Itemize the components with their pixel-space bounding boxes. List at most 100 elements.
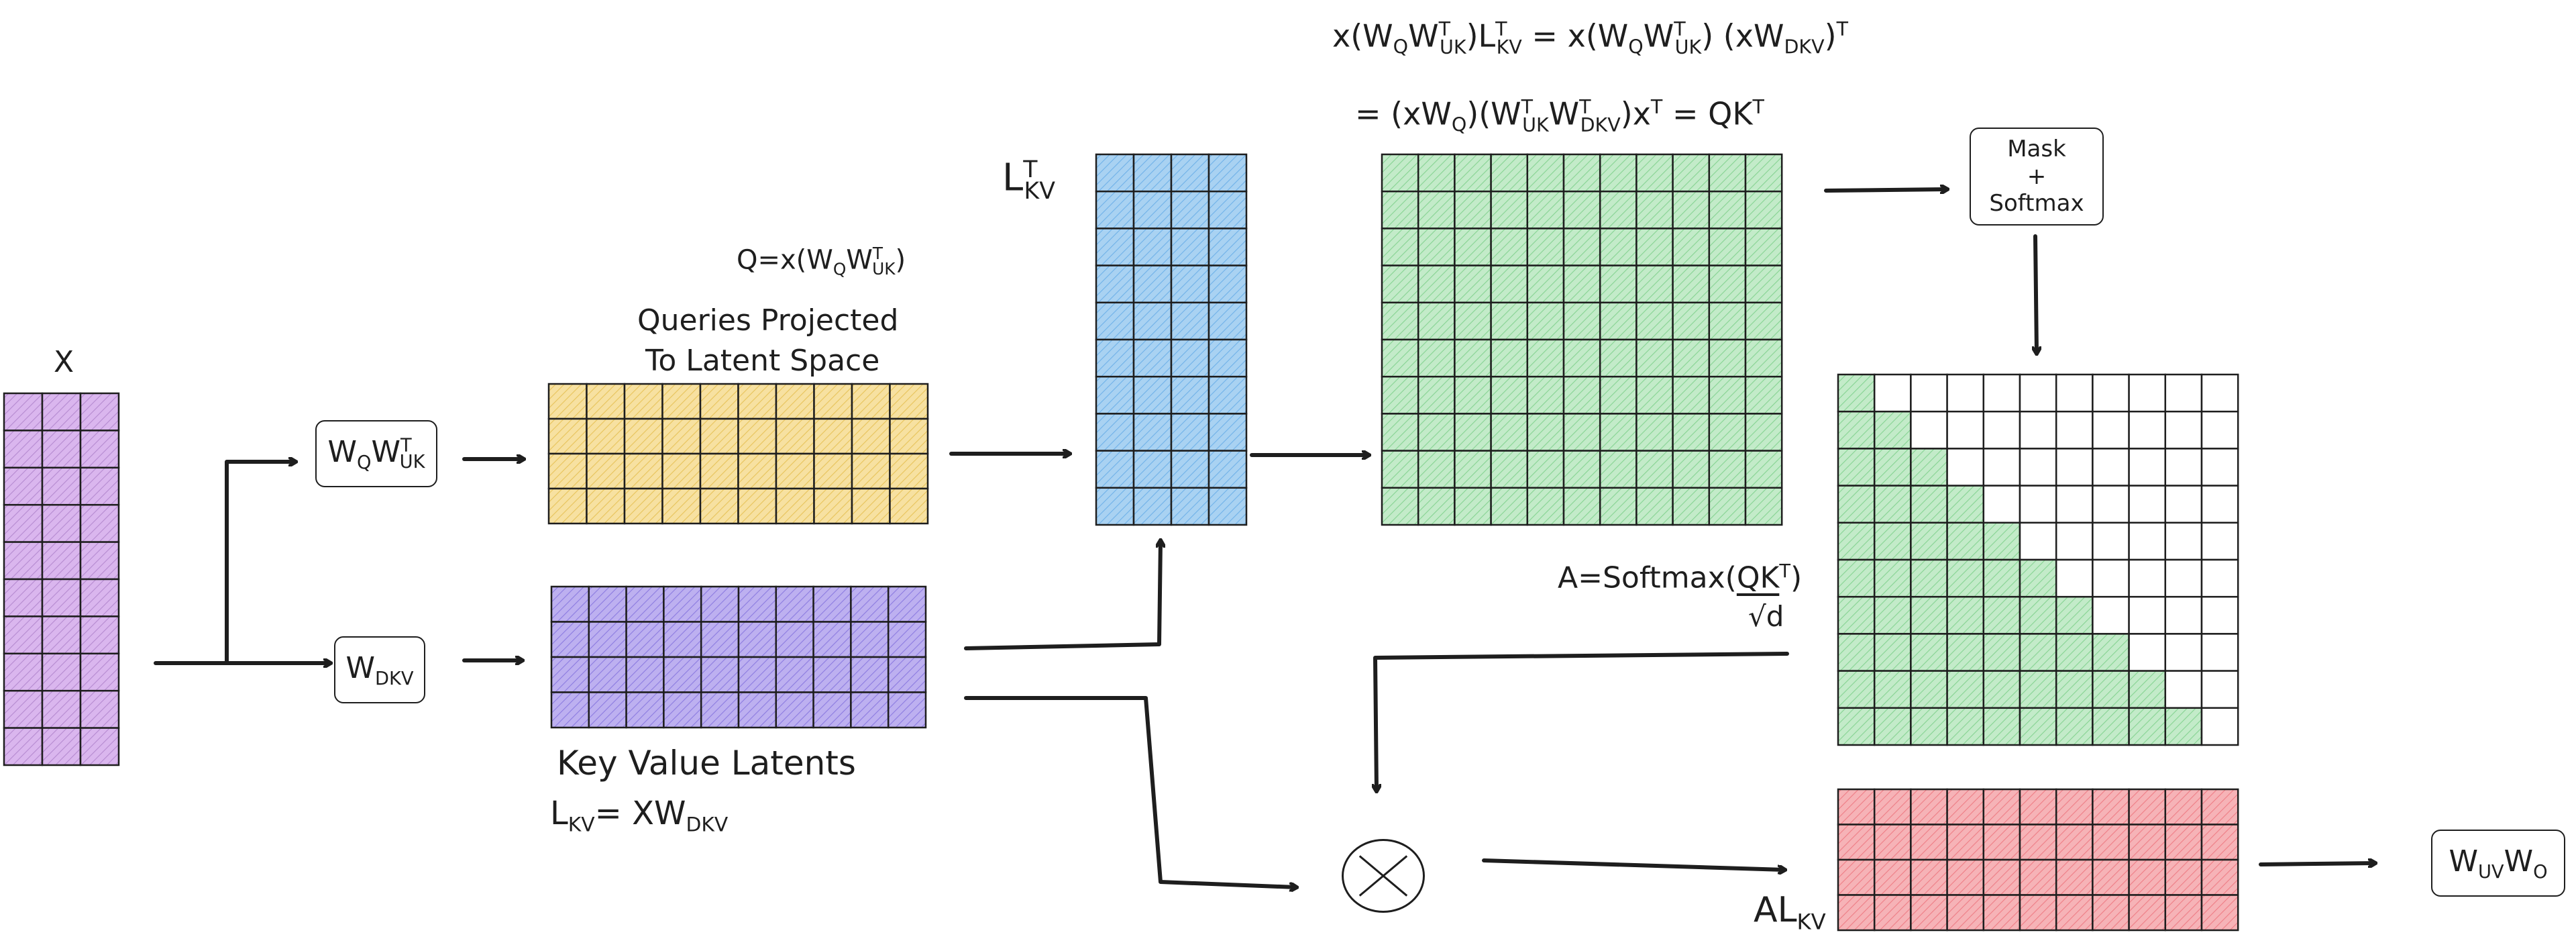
matrix-cell-hatch [814,454,852,489]
matrix-cell [2202,670,2239,708]
matrix-cell-hatch [1382,377,1419,414]
matrix-cell-hatch [42,430,80,468]
matrix-cell-hatch [1134,487,1171,525]
arrow-mask-to-attn [2035,234,2037,353]
matrix-cell-hatch [2129,789,2165,825]
matrix-cell-hatch [1171,340,1209,377]
scores-matrix [1381,153,1783,526]
matrix-cell [2165,448,2202,486]
matrix-cell-hatch [1983,670,2020,708]
matrix-cell [2129,634,2165,671]
matrix-cell-hatch [851,621,889,657]
matrix-cell-hatch [1838,485,1875,523]
matrix-cell [1911,375,1947,412]
matrix-cell-hatch [1096,302,1134,340]
matrix-cell-hatch [1911,597,1947,634]
matrix-cell-hatch [1096,487,1134,525]
matrix-cell-hatch [1454,191,1491,229]
matrix-cell-hatch [1746,302,1782,340]
matrix-cell-hatch [1171,487,1209,525]
matrix-cell-hatch [1709,265,1746,303]
matrix-cell-hatch [1600,487,1637,525]
matrix-cell-hatch [1418,450,1455,488]
matrix-cell-hatch [80,467,119,505]
matrix-cell-hatch [4,505,42,542]
matrix-cell-hatch [42,653,80,691]
matrix-cell-hatch [1672,302,1709,340]
matrix-cell-hatch [1983,789,2020,825]
matrix-cell-hatch [2092,670,2129,708]
matrix-cell-hatch [890,489,928,524]
matrix-cell [2165,634,2202,671]
matrix-cell-hatch [1709,154,1746,192]
matrix-cell-hatch [1527,377,1564,414]
matrix-cell [1947,448,1984,486]
matrix-cell-hatch [1874,634,1911,671]
matrix-cell-hatch [4,728,42,765]
matrix-cell-hatch [1564,377,1601,414]
matrix-cell-hatch [738,454,776,489]
matrix-cell-hatch [1382,265,1419,303]
matrix-cell [2129,522,2165,560]
matrix-cell-hatch [1134,302,1171,340]
matrix-cell-hatch [851,587,889,622]
wq-wuk-box: WQWTUK [315,420,437,487]
x-label: X [54,345,74,379]
matrix-cell-hatch [1491,413,1527,451]
matrix-cell [2165,375,2202,412]
matrix-cell [2056,411,2093,449]
matrix-cell-hatch [1600,302,1637,340]
matrix-cell-hatch [1564,487,1601,525]
matrix-cell [2129,375,2165,412]
matrix-cell-hatch [1171,413,1209,451]
matrix-cell-hatch [1491,191,1527,229]
matrix-cell-hatch [1209,377,1246,414]
matrix-cell-hatch [1911,634,1947,671]
matrix-cell-hatch [1947,522,1984,560]
matrix-cell-hatch [1746,413,1782,451]
matrix-cell-hatch [1209,265,1246,303]
matrix-cell-hatch [1382,487,1419,525]
matrix-cell-hatch [1134,154,1171,192]
attention-matrix [1837,373,2239,746]
matrix-cell-hatch [1746,487,1782,525]
matrix-cell-hatch [814,489,852,524]
matrix-cell-hatch [2092,634,2129,671]
matrix-cell-hatch [1838,634,1875,671]
matrix-cell-hatch [1600,228,1637,266]
matrix-cell [2165,597,2202,634]
matrix-cell-hatch [1171,377,1209,414]
matrix-cell-hatch [625,489,663,524]
matrix-cell-hatch [1874,522,1911,560]
arrow-out-to-wuvwo [2259,863,2375,864]
matrix-cell-hatch [1382,228,1419,266]
matrix-cell-hatch [1838,522,1875,560]
matrix-cell-hatch [1418,340,1455,377]
matrix-cell-hatch [1874,789,1911,825]
matrix-cell [2020,411,2057,449]
matrix-cell [2129,411,2165,449]
matrix-cell-hatch [551,587,589,622]
matrix-cell-hatch [739,692,776,728]
plus-text: + [2027,162,2047,190]
matrix-cell-hatch [1911,860,1947,895]
matrix-cell-hatch [1418,413,1455,451]
matrix-cell [2092,485,2129,523]
matrix-cell-hatch [1564,413,1601,451]
matrix-cell-hatch [813,621,851,657]
matrix-cell-hatch [626,587,664,622]
matrix-cell-hatch [1096,340,1134,377]
matrix-cell-hatch [1564,228,1601,266]
matrix-cell-hatch [1491,377,1527,414]
matrix-cell-hatch [1672,450,1709,488]
matrix-cell-hatch [738,489,776,524]
matrix-cell-hatch [1418,302,1455,340]
matrix-cell-hatch [1709,413,1746,451]
matrix-cell-hatch [1171,265,1209,303]
matrix-cell-hatch [551,692,589,728]
matrix-cell-hatch [663,692,702,728]
matrix-cell-hatch [888,587,926,622]
matrix-cell-hatch [1911,522,1947,560]
matrix-cell [1874,375,1911,412]
matrix-cell-hatch [588,692,627,728]
